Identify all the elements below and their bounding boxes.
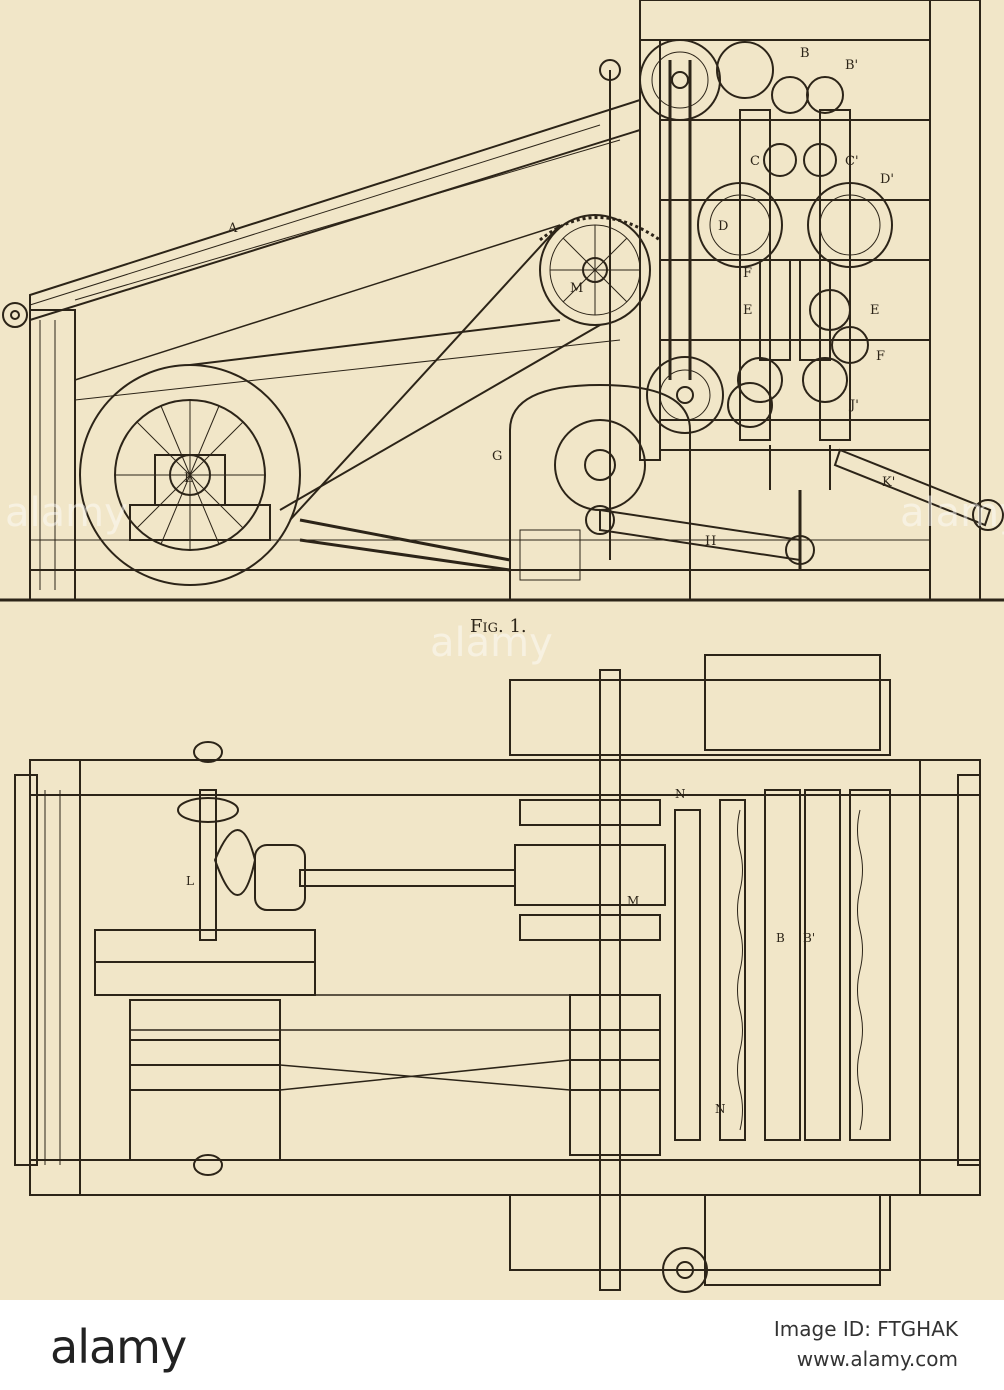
fig1-label-H: H (705, 534, 716, 549)
fig2-plan-view (14, 654, 981, 1293)
fig1-label-B: B (800, 46, 810, 61)
watermark-left: alamy (5, 490, 128, 536)
fig1-label-G: G (492, 449, 502, 464)
image-id: Image ID: FTGHAK (773, 1317, 958, 1341)
engraving-plate: A B B' C C' D D' E E F F G H K' L M J' F… (0, 0, 1004, 1293)
fig1-label-D1: D' (880, 172, 894, 187)
fig1-label-F-right: F (876, 349, 885, 364)
fig2-label-B: B (776, 931, 785, 945)
fig1-label-L: L (184, 471, 193, 486)
fig2-label-M: M (627, 894, 639, 908)
fig1-label-D: D (718, 219, 728, 234)
fig2-label-N-bottom: N (715, 1102, 726, 1116)
stock-info: Image ID: FTGHAK www.alamy.com (774, 1314, 958, 1374)
fig1-label-A: A (227, 221, 238, 236)
fig1-label-B1: B' (845, 58, 858, 73)
stock-footer: alamy Image ID: FTGHAK www.alamy.com (0, 1300, 1004, 1390)
watermark-right: alamy (900, 490, 1004, 536)
fig1-side-elevation (0, 0, 1004, 602)
fig1-label-E-right: E (870, 303, 880, 318)
fig1-label-K1: K' (882, 475, 895, 490)
fig1-label-F-left: F (743, 266, 752, 281)
fig1-label-E-left: E (743, 303, 753, 318)
watermark-center: alamy (430, 620, 553, 666)
stock-logo: alamy (50, 1320, 187, 1374)
fig1-label-J1: J' (848, 398, 859, 413)
engraving-drawing: A B B' C C' D D' E E F F G H K' L M J' F… (0, 0, 1004, 1293)
fig1-caption: Fig. 1. (470, 616, 527, 637)
fig2-label-L: L (186, 874, 194, 888)
fig2-label-B1: B' (803, 931, 815, 945)
fig1-label-C: C (750, 154, 760, 169)
fig1-label-C1: C' (845, 154, 859, 169)
stock-url[interactable]: www.alamy.com (796, 1347, 958, 1371)
fig2-label-N-top: N (675, 787, 686, 801)
fig1-label-M: M (570, 281, 583, 296)
